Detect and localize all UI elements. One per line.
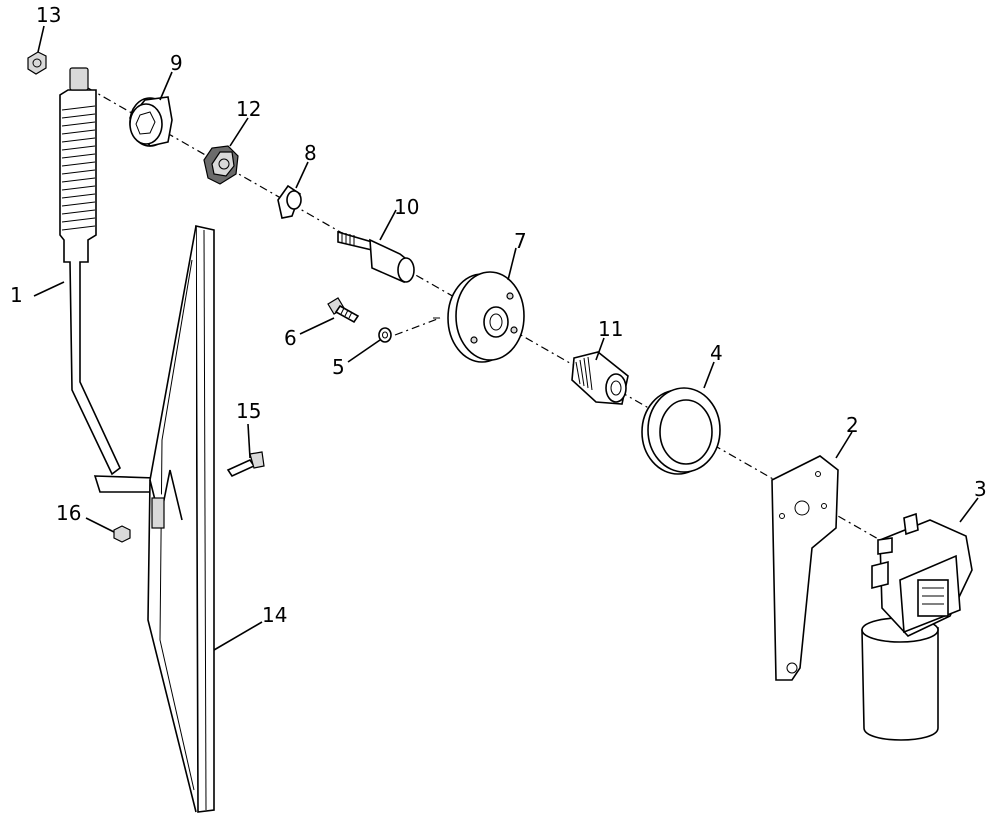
hex-nut-12 [203,145,239,185]
mounting-flange-7 [447,271,525,363]
label-4: 4 [710,341,723,365]
label-2: 2 [846,413,859,437]
sleeve-8 [277,184,302,219]
label-6: 6 [284,326,297,350]
label-3: 3 [974,477,987,501]
seal-ring-4 [641,387,721,475]
bolt-6 [327,297,360,324]
screw-15 [226,451,265,478]
label-12: 12 [236,97,261,121]
label-15: 15 [236,399,261,423]
threaded-bushing-11 [571,351,629,405]
label-16: 16 [56,501,81,525]
wiper-arm [59,67,162,493]
leader-lines [33,25,979,651]
spindle-shaft-10 [337,230,415,284]
label-7: 7 [514,229,527,253]
wiper-motor-3 [861,512,973,741]
mounting-bracket-2 [771,455,839,681]
bushing-cap-9 [128,96,173,147]
wiper-blade-14 [147,225,215,813]
part-labels: 13 9 12 8 10 7 6 5 1 11 4 2 3 15 16 14 [10,3,987,627]
label-10: 10 [394,195,419,219]
washer-5 [378,327,392,343]
nut-13 [27,51,47,75]
label-8: 8 [304,141,317,165]
label-1: 1 [10,283,23,307]
label-14: 14 [262,603,287,627]
label-11: 11 [598,317,623,341]
label-5: 5 [332,355,345,379]
label-13: 13 [36,3,61,27]
label-9: 9 [170,51,183,75]
nut-16 [113,525,131,543]
